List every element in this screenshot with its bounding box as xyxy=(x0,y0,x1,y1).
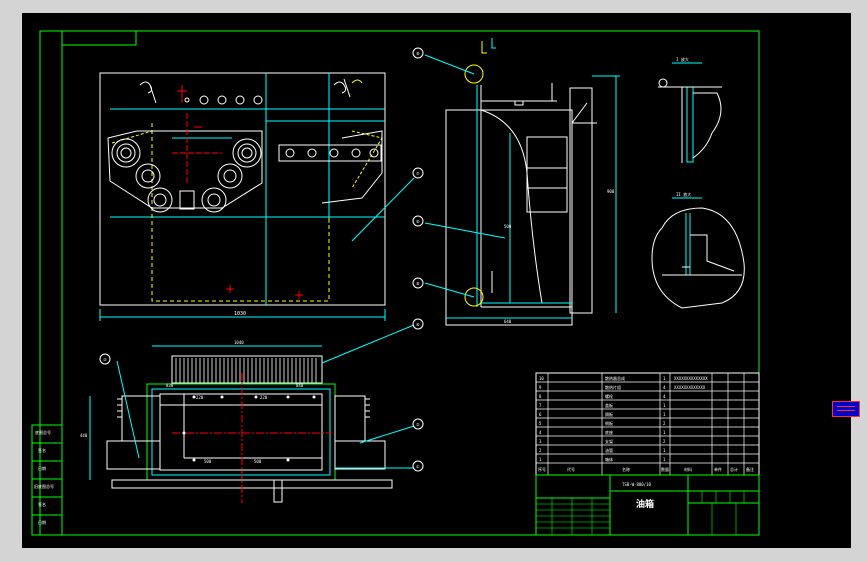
bottom-left-dim: 830 xyxy=(166,383,174,388)
bom-header-1: 代号 xyxy=(567,466,575,472)
stamp-text-3: 旧底图总号 xyxy=(34,483,54,489)
callout-8b: ⑧ xyxy=(416,281,420,286)
detail-label-2: II 放大 xyxy=(676,191,691,197)
bom-name-8: 油管 xyxy=(605,447,613,453)
callout-7: ⑦ xyxy=(416,171,420,176)
bom-table[interactable]: 10 散热器总成 XXXXXXXXXXXXXX 1 9 散热片组 XXXXXXX… xyxy=(535,372,760,476)
bottom-mid-dim-1: 220 xyxy=(196,395,204,400)
bom-num-2: 8 xyxy=(539,394,542,399)
inner-sheet-frame xyxy=(61,30,760,536)
bom-num-4: 6 xyxy=(539,412,542,417)
bom-header-7: 备注 xyxy=(746,466,754,472)
bom-qty-9: 1 xyxy=(663,457,666,462)
front-view[interactable]: 1030 xyxy=(99,72,415,321)
cad-viewport[interactable]: 底图总号 签名 日期 旧底图总号 签名 日期 xyxy=(22,13,860,548)
bom-num-5: 5 xyxy=(539,421,542,426)
callout-4: ④ xyxy=(416,322,420,327)
bom-qty-4: 1 xyxy=(663,412,666,417)
bom-name-4: 隔板 xyxy=(605,411,613,417)
bom-name-6: 底座 xyxy=(605,429,613,435)
outer-sheet-frame xyxy=(39,30,760,536)
bom-num-6: 4 xyxy=(539,430,542,435)
title-block[interactable]: TSB-W-800/10 油箱 xyxy=(535,474,760,536)
bom-header-0: 序号 xyxy=(538,466,546,472)
bom-header-5: 单件 xyxy=(714,466,722,472)
top-left-tag xyxy=(61,30,137,46)
bom-name-2: 螺栓 xyxy=(605,393,613,399)
bom-qty-1: 4 xyxy=(663,385,666,390)
bom-spec-1: XXXXXXXXXXXXX xyxy=(674,385,706,390)
side-width-dim: 640 xyxy=(504,319,512,324)
viewcube-icon[interactable] xyxy=(832,401,860,417)
bottom-low-dim-2: 500 xyxy=(254,459,262,464)
bottom-side-dim: 440 xyxy=(80,433,88,438)
callout-6: ⑥ xyxy=(416,219,420,224)
bottom-mid-dim-2: 220 xyxy=(260,395,268,400)
callout-2: ② xyxy=(416,422,420,427)
bom-header-4: 材料 xyxy=(684,466,692,472)
drawing-number: TSB-W-800/10 xyxy=(622,482,651,487)
bom-name-0: 散热器总成 xyxy=(605,375,625,381)
bom-header-3: 数量 xyxy=(661,466,669,472)
bom-qty-7: 2 xyxy=(663,439,666,444)
bom-header-6: 总计 xyxy=(730,466,738,472)
bom-qty-2: 4 xyxy=(663,394,666,399)
detail-view-1[interactable]: I 放大 xyxy=(658,56,722,163)
side-view[interactable]: 640 900 500 xyxy=(424,38,620,326)
stamp-text-5: 日期 xyxy=(38,519,46,525)
bom-name-1: 散热片组 xyxy=(605,384,621,390)
left-stamp-block: 底图总号 签名 日期 旧底图总号 签名 日期 xyxy=(31,424,63,536)
stamp-text-0: 底图总号 xyxy=(35,429,51,435)
detail-view-2[interactable]: II 放大 xyxy=(651,191,745,309)
bom-qty-3: 1 xyxy=(663,403,666,408)
stamp-text-4: 签名 xyxy=(38,501,46,507)
bom-header-2: 名称 xyxy=(622,466,630,472)
cad-drawing[interactable]: 底图总号 签名 日期 旧底图总号 签名 日期 xyxy=(22,13,851,548)
bom-name-3: 盖板 xyxy=(605,402,613,408)
bom-num-3: 7 xyxy=(539,403,542,408)
bottom-view[interactable]: 1040 2 xyxy=(80,324,415,503)
bottom-top-dim: 1040 xyxy=(234,340,244,345)
bottom-low-dim-1: 500 xyxy=(204,459,212,464)
callouts: ⑧ ⑦ ⑥ ⑧ ④ ② ① ③ xyxy=(99,47,424,472)
bom-name-7: 支架 xyxy=(605,438,613,444)
bom-num-7: 3 xyxy=(539,439,542,444)
bom-num-8: 2 xyxy=(539,448,542,453)
bom-name-9: 箱体 xyxy=(605,456,613,462)
bom-qty-0: 1 xyxy=(663,376,666,381)
bom-num-0: 10 xyxy=(539,376,544,381)
detail-label-1: I 放大 xyxy=(676,56,689,62)
callout-1: ① xyxy=(416,464,420,469)
bom-qty-6: 1 xyxy=(663,430,666,435)
bottom-right-dim: 840 xyxy=(296,383,304,388)
stamp-text-2: 日期 xyxy=(38,465,46,471)
bom-num-1: 9 xyxy=(539,385,542,390)
side-height-dim: 900 xyxy=(607,189,615,194)
bom-name-5: 侧板 xyxy=(605,420,613,426)
bom-qty-5: 2 xyxy=(663,421,666,426)
bom-spec-0: XXXXXXXXXXXXXX xyxy=(674,376,708,381)
callout-8a: ⑧ xyxy=(416,51,420,56)
bom-num-9: 1 xyxy=(539,457,542,462)
stamp-text-1: 签名 xyxy=(38,447,46,453)
bom-qty-8: 1 xyxy=(663,448,666,453)
side-inner-dim: 500 xyxy=(504,224,512,229)
callout-3: ③ xyxy=(103,357,107,362)
front-width-dim: 1030 xyxy=(234,311,246,317)
drawing-title: 油箱 xyxy=(636,498,654,510)
